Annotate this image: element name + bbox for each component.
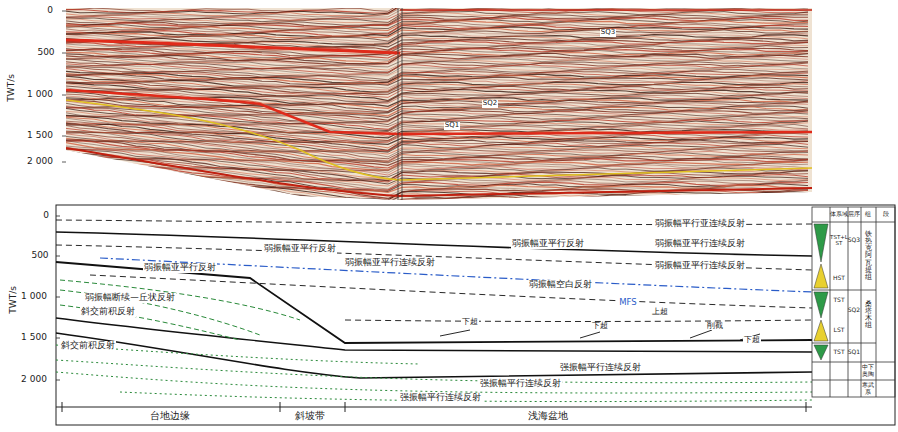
label-text: 2 000 bbox=[27, 157, 53, 167]
label-text: TWT/s bbox=[7, 74, 17, 102]
label-text: 层序 bbox=[848, 211, 860, 217]
label-text: 弱振幅平行亚连续反射 bbox=[654, 219, 746, 228]
seismic-trace bbox=[66, 165, 808, 196]
label-text: 500 bbox=[31, 251, 48, 261]
label-text: 下超 bbox=[591, 322, 609, 331]
label-text: 弱振幅断续—丘状反射 bbox=[84, 293, 176, 302]
seismic-trace bbox=[66, 188, 808, 220]
seismic-trace bbox=[66, 171, 808, 201]
label-text: TST bbox=[833, 297, 844, 304]
seismic-trace bbox=[66, 196, 808, 231]
label-text: 弱振幅亚平行连续反射 bbox=[654, 239, 746, 248]
label-text: MFS bbox=[618, 298, 637, 307]
label-text: 桑塔木组 bbox=[865, 301, 872, 330]
label-text: SQ2 bbox=[848, 307, 860, 314]
label-text: 500 bbox=[37, 48, 54, 58]
label-text: 斜交前积反射 bbox=[60, 341, 116, 350]
label-text: 铁热克阿瓦提组 bbox=[865, 231, 872, 281]
label-text: SQ1 bbox=[848, 349, 860, 356]
label-text: 1 000 bbox=[27, 90, 53, 100]
label-text: TST+LST bbox=[830, 234, 848, 246]
label-text: TWT/s bbox=[9, 286, 19, 314]
seismic-trace bbox=[66, 198, 808, 235]
label-text: 1 500 bbox=[21, 333, 47, 343]
seismic-trace bbox=[66, 201, 808, 239]
seismic-trace bbox=[66, 149, 808, 177]
label-text: 弱振幅亚平行反射 bbox=[143, 263, 217, 272]
label-text: HST bbox=[833, 275, 845, 282]
label-text: 下超 bbox=[461, 318, 479, 327]
label-text: 削截 bbox=[706, 322, 724, 331]
label-text: 强振幅平行连续反射 bbox=[559, 363, 642, 372]
seismic-trace bbox=[66, 165, 808, 198]
seismic-trace bbox=[66, 117, 808, 140]
label-text: 2 000 bbox=[21, 375, 47, 385]
label-text: 弱振幅亚平行连续反射 bbox=[344, 258, 436, 267]
label-text: 组 bbox=[865, 211, 871, 218]
seismic-trace bbox=[66, 198, 808, 237]
seismic-trace bbox=[66, 175, 808, 209]
label-text: SQ2 bbox=[482, 100, 498, 108]
label-text: SQ3 bbox=[600, 29, 616, 37]
label-text: 斜交前积反射 bbox=[80, 307, 136, 316]
label-text: 体系域 bbox=[830, 211, 848, 217]
seismic-trace bbox=[66, 182, 808, 217]
seismic-trace bbox=[66, 173, 808, 205]
label-text: 浅海盆地 bbox=[527, 411, 569, 421]
label-text: 0 bbox=[43, 211, 49, 221]
label-text: SQ1 bbox=[444, 122, 460, 130]
seismic-trace bbox=[66, 189, 808, 222]
seismic-trace bbox=[66, 183, 808, 220]
seismic-trace bbox=[66, 172, 808, 202]
label-text: 上超 bbox=[651, 308, 669, 317]
label-text: SQ3 bbox=[848, 237, 860, 244]
label-text: 1 500 bbox=[27, 131, 53, 141]
seismic-trace bbox=[66, 159, 808, 191]
label-text: 1 000 bbox=[21, 292, 47, 302]
label-text: 弱振幅空白反射 bbox=[528, 280, 593, 289]
label-text: TST bbox=[833, 349, 844, 356]
label-text: 强振幅平行连续反射 bbox=[399, 393, 482, 402]
seismic-trace bbox=[66, 74, 808, 85]
label-text: 中下奥陶 bbox=[861, 364, 875, 377]
seismic-trace bbox=[66, 108, 808, 130]
label-text: 强振幅平行连续反射 bbox=[479, 379, 562, 388]
label-text: 0 bbox=[47, 6, 53, 16]
label-text: 弱振幅亚平行连续反射 bbox=[654, 261, 746, 270]
seismic-trace bbox=[66, 141, 808, 170]
seismic-trace bbox=[66, 182, 808, 213]
seismic-trace bbox=[66, 181, 808, 218]
label-text: 弱振幅亚平行反射 bbox=[263, 244, 337, 253]
label-text: 段 bbox=[883, 211, 889, 218]
seismic-trace bbox=[66, 197, 808, 232]
seismic-trace bbox=[66, 118, 808, 140]
label-text: 寒武系 bbox=[861, 382, 875, 395]
label-text: 弱振幅亚平行反射 bbox=[511, 239, 585, 248]
label-text: 下超 bbox=[743, 336, 761, 345]
label-text: 斜坡带 bbox=[294, 411, 326, 421]
label-text: LST bbox=[834, 327, 845, 334]
label-text: 台地边缘 bbox=[149, 411, 191, 421]
